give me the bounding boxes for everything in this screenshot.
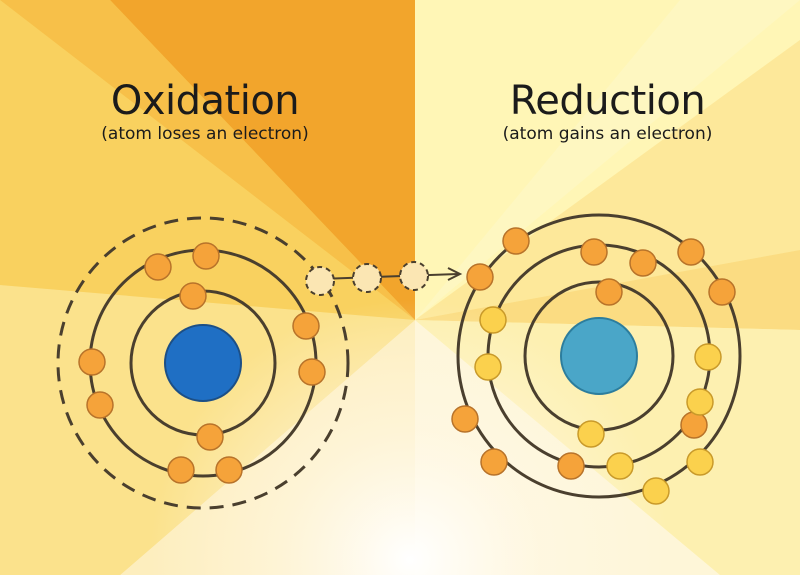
transit-electron [399, 261, 429, 291]
outer-orbit [456, 213, 742, 499]
electron [680, 411, 708, 439]
electron [196, 423, 224, 451]
electron [480, 448, 508, 476]
transfer-path [319, 273, 459, 280]
oxidation-subtitle: (atom loses an electron) [101, 124, 309, 144]
nucleus [560, 317, 638, 395]
electron [86, 391, 114, 419]
electron [686, 448, 714, 476]
electron-transfer [305, 261, 463, 296]
electron [78, 348, 106, 376]
electron [292, 312, 320, 340]
arrow-head-icon [447, 267, 463, 281]
outer-orbit-dashed [56, 216, 350, 510]
oxidation-title: Oxidation [110, 78, 300, 124]
electron [215, 456, 243, 484]
electron [479, 306, 507, 334]
electron [474, 353, 502, 381]
electron [694, 343, 722, 371]
electron [642, 477, 670, 505]
electron [629, 249, 657, 277]
reduction-title: Reduction [509, 78, 706, 124]
reduction-atom [451, 213, 742, 505]
electron [580, 238, 608, 266]
transit-electron [352, 263, 382, 293]
electron [451, 405, 479, 433]
electron [686, 388, 714, 416]
electron [557, 452, 585, 480]
electron [577, 420, 605, 448]
electron [298, 358, 326, 386]
reduction-subtitle: (atom gains an electron) [502, 124, 713, 144]
electron [677, 238, 705, 266]
electron [466, 263, 494, 291]
nucleus [164, 324, 242, 402]
oxidation-atom [56, 216, 350, 510]
electron [179, 282, 207, 310]
transit-electron [305, 266, 335, 296]
electron [502, 227, 530, 255]
electron [192, 242, 220, 270]
electron [708, 278, 736, 306]
electron [606, 452, 634, 480]
electron [167, 456, 195, 484]
electron-group [78, 242, 326, 484]
electron [144, 253, 172, 281]
electron [595, 278, 623, 306]
